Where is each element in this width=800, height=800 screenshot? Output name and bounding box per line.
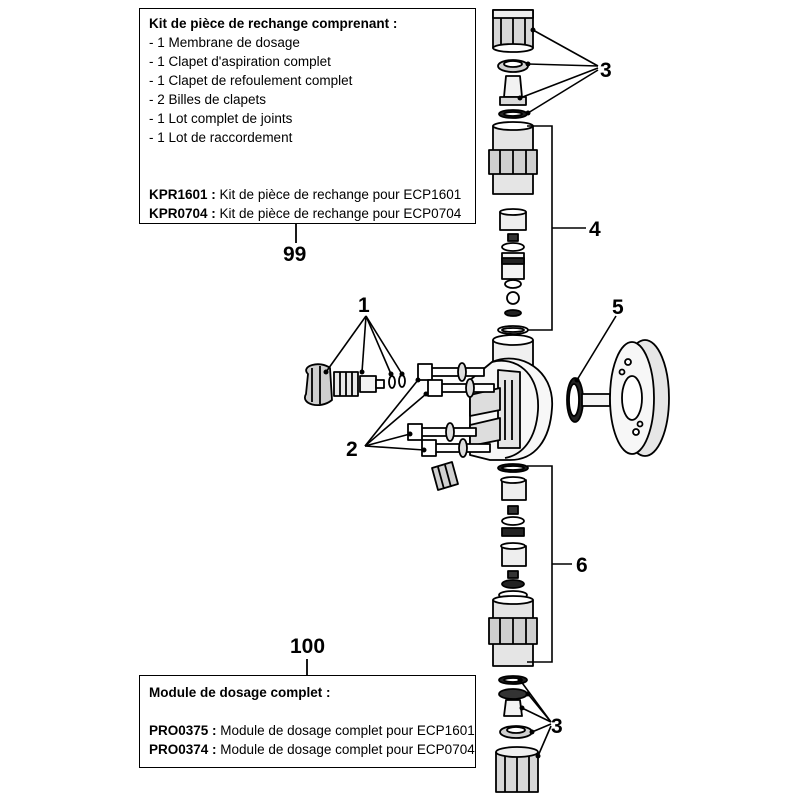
callout-2: 2: [346, 438, 358, 461]
ref-code: PRO0375 :: [149, 723, 217, 738]
top-cone-fitting: [503, 75, 523, 98]
spare-kit-box: Kit de pièce de rechange comprenant : - …: [139, 8, 476, 224]
callout-3-top: 3: [600, 59, 612, 82]
callout-6: 6: [576, 554, 588, 577]
spare-kit-item: - 1 Clapet d'aspiration complet: [149, 54, 331, 69]
callout-4: 4: [589, 218, 601, 241]
spare-kit-item: - 1 Lot complet de joints: [149, 111, 293, 126]
spare-kit-item: - 1 Clapet de refoulement complet: [149, 73, 353, 88]
pump-head: [469, 334, 553, 461]
callout-leaders: [325, 29, 617, 757]
callout-1: 1: [358, 294, 370, 317]
module-ref: PRO0374 : Module de dosage complet pour …: [149, 740, 475, 759]
bottom-cone-fitting: [503, 699, 523, 717]
top-nut: [492, 9, 534, 53]
flange: [609, 339, 670, 457]
ref-desc: Module de dosage complet pour ECP1601: [216, 723, 475, 738]
module-ref: PRO0375 : Module de dosage complet pour …: [149, 721, 475, 740]
ref-code: PRO0374 :: [149, 742, 217, 757]
callout-dots: [323, 27, 580, 759]
head-screw: [417, 362, 495, 398]
module-heading: Module de dosage complet :: [149, 685, 331, 700]
spare-kit-ref: KPR0704 : Kit de pièce de rechange pour …: [149, 204, 475, 223]
ref-desc: Kit de pièce de rechange pour ECP0704: [215, 206, 462, 221]
discharge-valve-body: [488, 121, 538, 195]
ref-code: KPR1601 :: [149, 187, 216, 202]
loose-nut: [431, 461, 459, 491]
ref-desc: Module de dosage complet pour ECP0704: [216, 742, 475, 757]
kit-number: 99: [283, 243, 307, 266]
spare-kit-item: - 1 Membrane de dosage: [149, 35, 300, 50]
suction-valve-body: [488, 595, 538, 667]
ref-desc: Kit de pièce de rechange pour ECP1601: [215, 187, 462, 202]
module-number: 100: [290, 635, 326, 658]
bottom-nut: [495, 746, 539, 793]
bleed-valve-assembly: [304, 363, 406, 407]
module-box: Module de dosage complet : PRO0375 : Mod…: [139, 675, 476, 768]
callout-3-bottom: 3: [551, 715, 563, 738]
spare-kit-item: - 1 Lot de raccordement: [149, 130, 293, 145]
valve-ball: [506, 291, 520, 305]
spare-kit-list: - 1 Membrane de dosage - 1 Clapet d'aspi…: [149, 33, 475, 147]
ref-code: KPR0704 :: [149, 206, 216, 221]
spare-kit-ref: KPR1601 : Kit de pièce de rechange pour …: [149, 185, 475, 204]
spare-kit-item: - 2 Billes de clapets: [149, 92, 267, 107]
dosing-membrane: [566, 377, 611, 423]
spare-kit-heading: Kit de pièce de rechange comprenant :: [149, 16, 398, 31]
callout-5: 5: [612, 296, 624, 319]
